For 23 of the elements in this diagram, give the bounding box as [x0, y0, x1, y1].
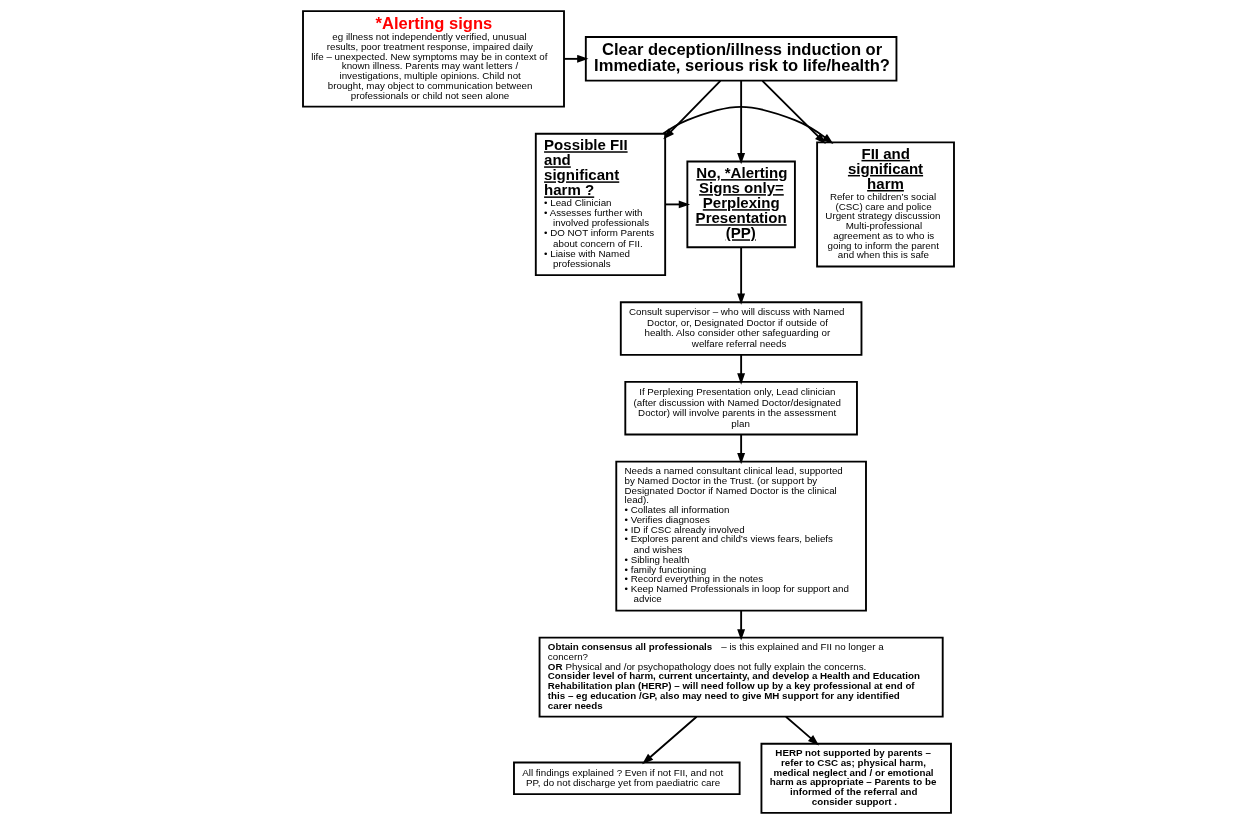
arrow	[736, 433, 745, 465]
arrow	[562, 54, 588, 63]
arrow	[761, 79, 826, 145]
arrow	[662, 105, 833, 144]
arrow	[641, 715, 698, 765]
node-box: Possible FII and significant harm ? • Lead Clinician • Assesses further with involved professionals • DO NOT inform Parents about concern of FII. • Liaise with Named professionals	[534, 132, 666, 277]
node-box: FII and significant harm Refer to children’s social (CSC) care and police Urgent strategy discussion Multi-professional agreement as to who is going to inform the parent and when this is safe	[815, 141, 955, 268]
node-box: All findings explained ? Even if not FII, and not PP, do not discharge yet from paediatric care	[512, 761, 741, 796]
node-box: Needs a named consultant clinical lead, supported by Named Doctor in the Trust. (or support by Designated Doctor if Named Doctor is the clinical lead). • Collates all information • Verifies diagnoses • ID if CSC already involved • Explores parent and child’s views fears, beliefs and wishes • Sibling health • family functioning • Record everything in the notes • Keep Named Professionals in loop for support and advice	[614, 460, 867, 612]
node-box: No, *Alerting Signs only= Perplexing Presentation (PP)	[685, 160, 796, 249]
node-box: Obtain consensus all professionals – is this explained and FII no longer a concern? OR Physical and /or psychopathology does not fully explain the concerns. Consider level of harm, current uncertainty, and develop a Health and Education Rehabilitation plan (HERP) – will need follow up by a key professional at end of this – eg education /GP, also may need to give MH support for any identified carer needs	[538, 636, 944, 718]
arrow	[736, 609, 745, 641]
arrow	[784, 715, 819, 746]
node-box: Clear deception/illness induction or Immediate, serious risk to life/health?	[584, 36, 897, 82]
arrow	[736, 246, 745, 305]
arrow	[736, 79, 745, 165]
arrow	[662, 79, 721, 140]
node-box: If Perplexing Presentation only, Lead clinician (after discussion with Named Doctor/designated Doctor) will involve parents in the assessment plan	[623, 380, 858, 436]
node-box: HERP not supported by parents – refer to CSC as; physical harm, medical neglect and / or emotional harm as appropriate – Parents to be informed of the referral and consider support .	[760, 742, 952, 814]
arrow	[663, 200, 690, 209]
node-box: *Alerting signs eg illness not independently verified, unusual results, poor treatment response, impaired daily life – unexpected. New symptoms may be in context of known illness. Parents may want letters / investigations, multiple opinions. Child not brought, may object to communication between professionals or child not seen alone	[301, 10, 565, 108]
node-box: Consult supervisor – who will discuss with Named Doctor, or, Designated Doctor if outside of health. Also consider other safeguarding or welfare referral needs	[619, 301, 862, 356]
arrow	[736, 353, 745, 385]
